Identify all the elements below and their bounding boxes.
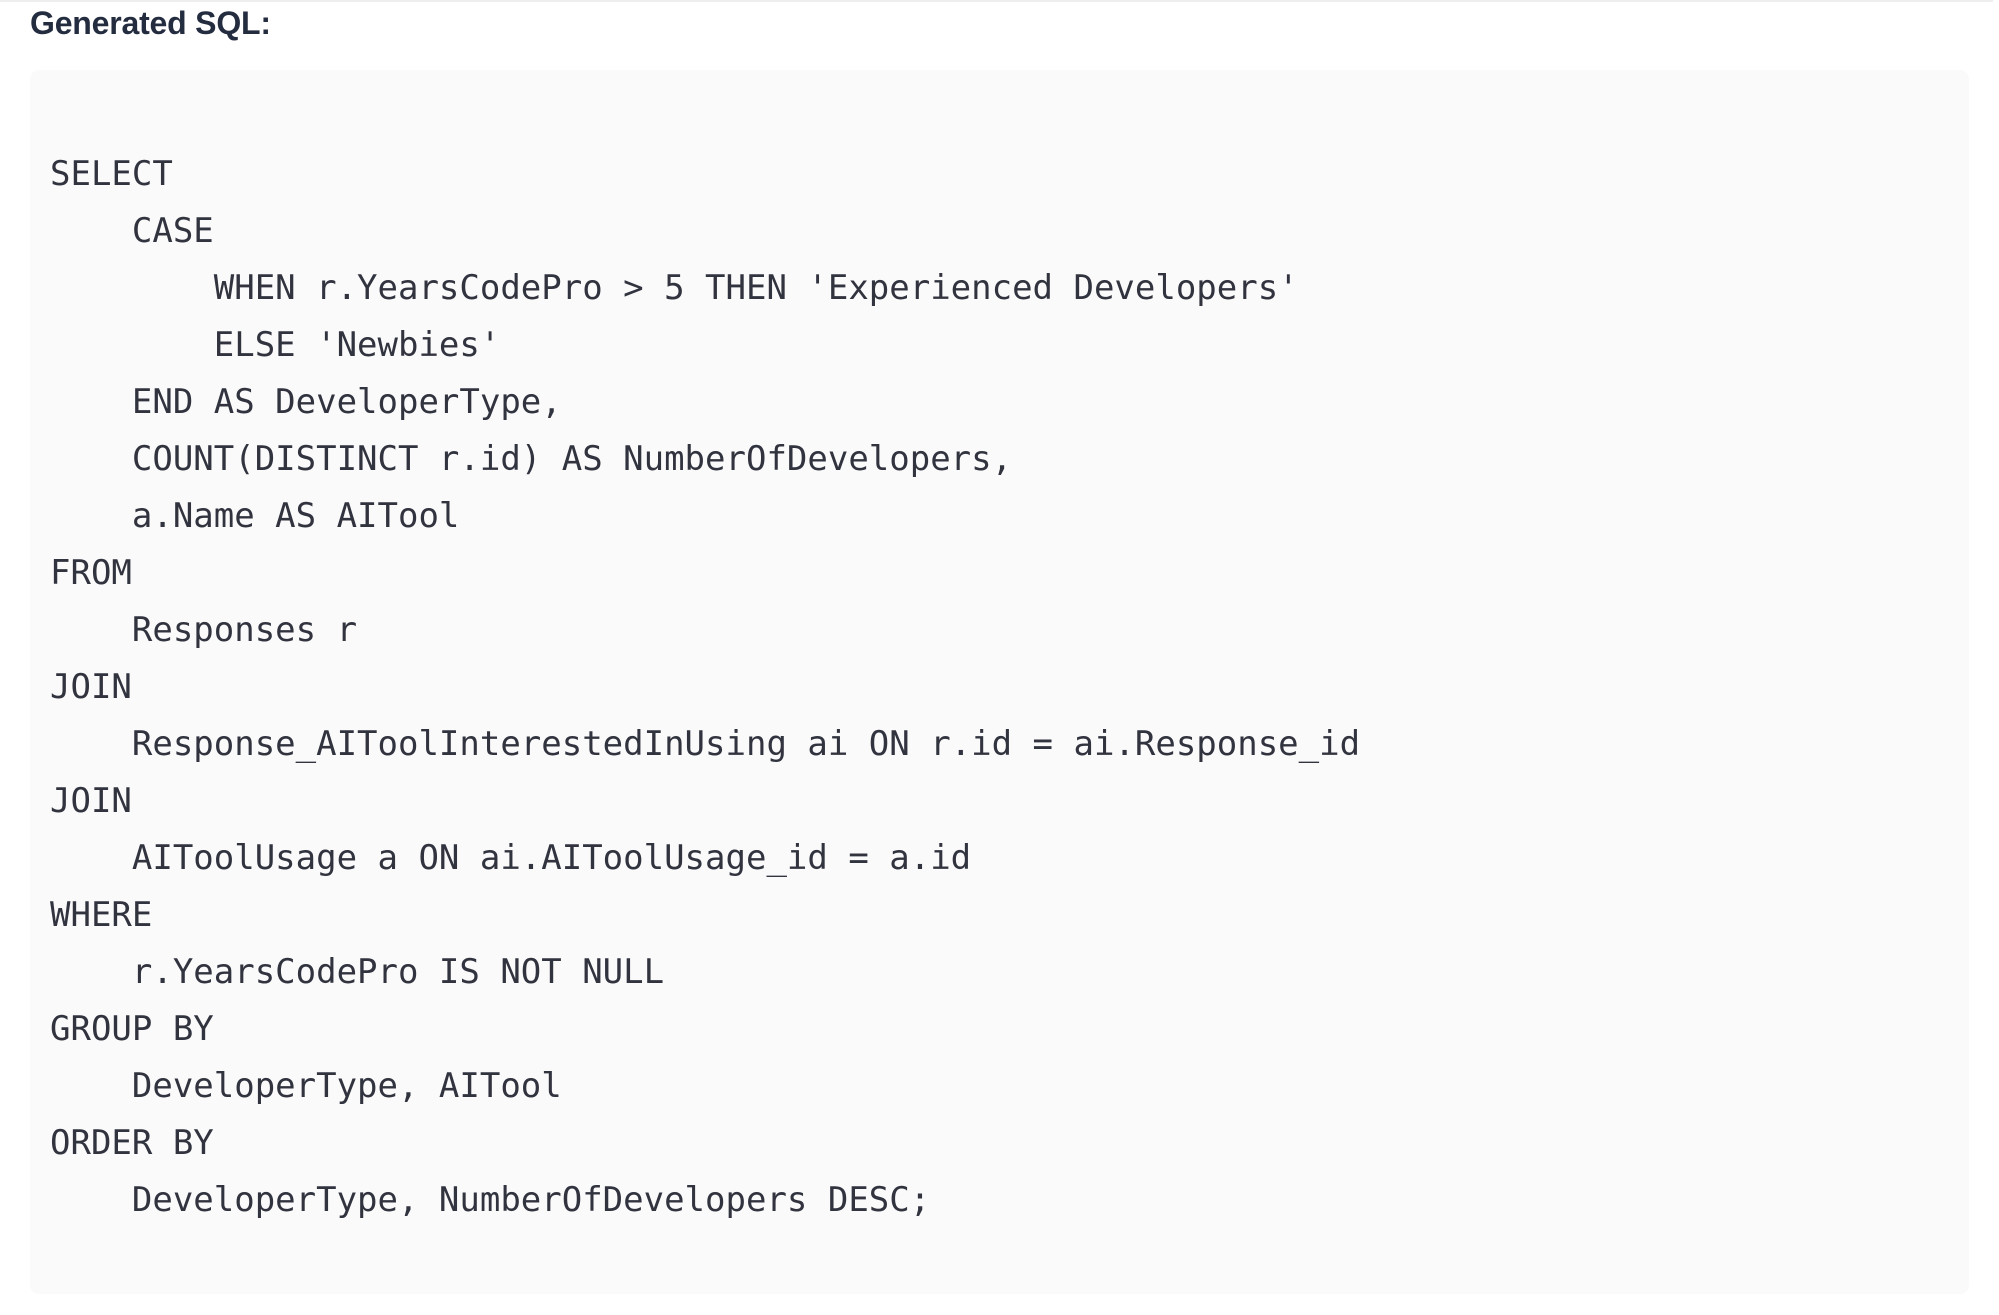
sql-code: SELECT CASE WHEN r.YearsCodePro > 5 THEN… — [50, 154, 1361, 1220]
top-edge-divider — [0, 0, 1993, 2]
generated-sql-heading: Generated SQL: — [30, 5, 271, 41]
sql-code-block: SELECT CASE WHEN r.YearsCodePro > 5 THEN… — [30, 70, 1969, 1294]
